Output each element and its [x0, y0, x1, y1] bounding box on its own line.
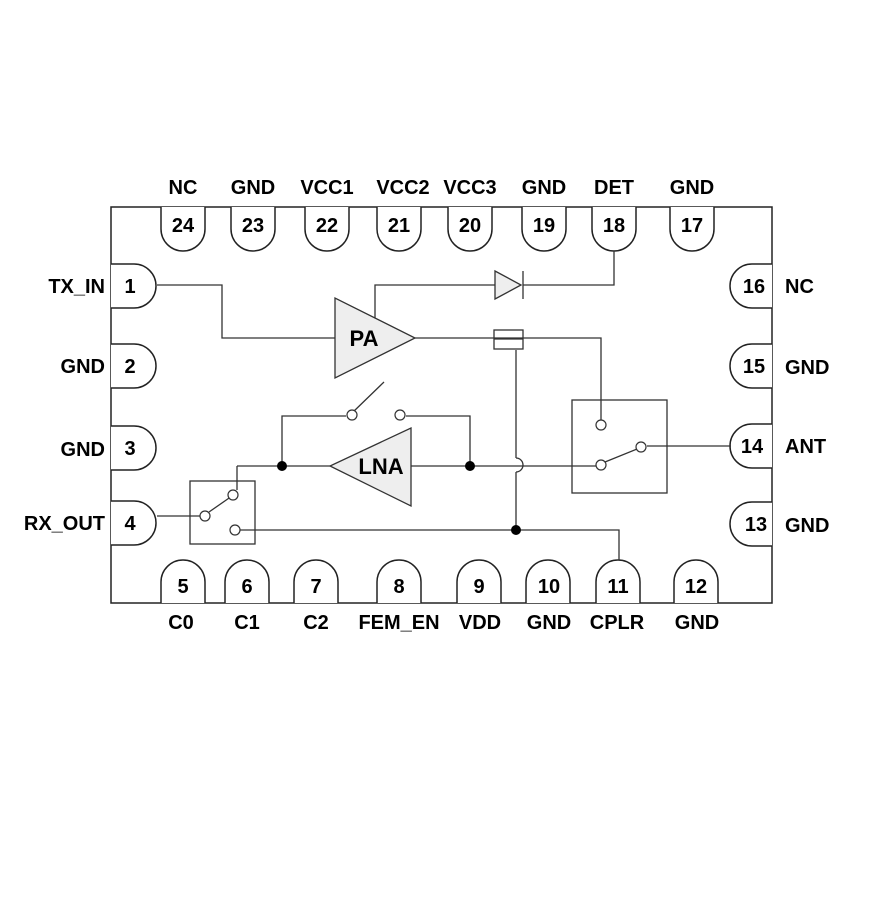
pin-name: NC	[785, 276, 814, 298]
pin-number: 21	[388, 215, 410, 237]
left-pads	[111, 263, 157, 546]
pad-22	[304, 207, 350, 252]
pad-4	[111, 500, 157, 546]
pad-16	[729, 263, 772, 309]
pin-number: 12	[685, 576, 707, 598]
junctions	[277, 461, 521, 535]
ant-switch-blade	[604, 448, 638, 463]
pad-9	[456, 559, 502, 603]
pad-15	[729, 343, 772, 389]
pin-name: TX_IN	[48, 276, 105, 298]
pin-name: CPLR	[590, 612, 645, 634]
right-pads	[729, 263, 772, 547]
pa-out-wire	[415, 337, 602, 420]
bypass-right	[406, 415, 471, 466]
pin-name: GND	[527, 612, 571, 634]
pin-number: 2	[124, 356, 135, 378]
pin-number: 24	[172, 215, 195, 237]
pin-name: RX_OUT	[24, 513, 105, 535]
pin-name: C2	[303, 612, 329, 634]
pad-21	[376, 207, 422, 252]
pin-number: 13	[745, 514, 767, 536]
pad-12	[673, 559, 719, 603]
pin-numbers: 24 23 22 21 20 19 18 17 5 6 7 8 9 10 11 …	[124, 215, 767, 598]
pin-name: GND	[670, 177, 714, 199]
pin-name: GND	[61, 439, 105, 461]
cplr-wire	[240, 529, 620, 560]
pin-number: 16	[743, 276, 765, 298]
pad-6	[224, 559, 270, 603]
pin-number: 6	[241, 576, 252, 598]
wire-crossover	[515, 457, 524, 473]
bypass-left	[281, 415, 346, 466]
tx-in-wire	[157, 284, 336, 339]
pad-23	[230, 207, 276, 252]
pin-name: GND	[231, 177, 275, 199]
pin-number: 8	[393, 576, 404, 598]
rx-switch-box	[189, 480, 256, 545]
pad-2	[111, 343, 157, 389]
pin-number: 23	[242, 215, 264, 237]
pin-number: 3	[124, 438, 135, 460]
pa-label: PA	[350, 326, 379, 351]
pin-number: 1	[124, 276, 135, 298]
pin-number: 18	[603, 215, 625, 237]
pad-3	[111, 425, 157, 471]
pin-number: 7	[310, 576, 321, 598]
pin-name: VCC1	[300, 177, 353, 199]
pad-19	[521, 207, 567, 252]
pin-names: NC GND VCC1 VCC2 VCC3 GND DET GND C0 C1 …	[24, 177, 830, 634]
det-wire	[523, 251, 615, 286]
pin-number: 5	[177, 576, 188, 598]
top-pads	[160, 207, 715, 252]
pin-number: 14	[741, 436, 764, 458]
pin-name: NC	[169, 177, 198, 199]
lna-amplifier: LNA	[328, 426, 412, 508]
pin-number: 4	[124, 513, 136, 535]
pad-8	[376, 559, 422, 603]
pin-name: VDD	[459, 612, 501, 634]
switch-contacts	[199, 409, 647, 536]
pad-24	[160, 207, 206, 252]
pin-name: ANT	[785, 436, 826, 458]
pad-11	[595, 559, 641, 603]
lna-label: LNA	[358, 454, 403, 479]
pa-amplifier: PA	[334, 296, 417, 380]
pad-7	[293, 559, 339, 603]
pin-number: 10	[538, 576, 560, 598]
pin-name: GND	[61, 356, 105, 378]
pin-number: 20	[459, 215, 481, 237]
antenna-switch-box	[571, 399, 668, 494]
pad-13	[729, 501, 772, 547]
detector-diode-icon	[494, 269, 524, 301]
pin-number: 15	[743, 356, 765, 378]
pin-name: GND	[785, 357, 829, 379]
wiring	[157, 251, 731, 560]
pin-name: GND	[522, 177, 566, 199]
pin-number: 19	[533, 215, 555, 237]
pin-name: VCC2	[376, 177, 429, 199]
pin-name: VCC3	[443, 177, 496, 199]
pin-name: C0	[168, 612, 194, 634]
bypass-blade	[351, 381, 385, 414]
pin-number: 11	[607, 576, 628, 598]
bottom-pads	[160, 559, 719, 603]
rx-switch-blade	[208, 495, 233, 513]
pa-det-wire	[374, 284, 495, 318]
pad-1	[111, 263, 157, 309]
pad-5	[160, 559, 206, 603]
pin-name: FEM_EN	[358, 612, 439, 634]
pin-number: 17	[681, 215, 703, 237]
pin-number: 22	[316, 215, 338, 237]
pin-name: GND	[675, 612, 719, 634]
pad-20	[447, 207, 493, 252]
package-body	[110, 206, 773, 604]
pin-name: DET	[594, 177, 634, 199]
pin-name: C1	[234, 612, 260, 634]
pad-17	[669, 207, 715, 252]
pin-number: 9	[473, 576, 484, 598]
pin-name: GND	[785, 515, 829, 537]
pad-10	[525, 559, 571, 603]
